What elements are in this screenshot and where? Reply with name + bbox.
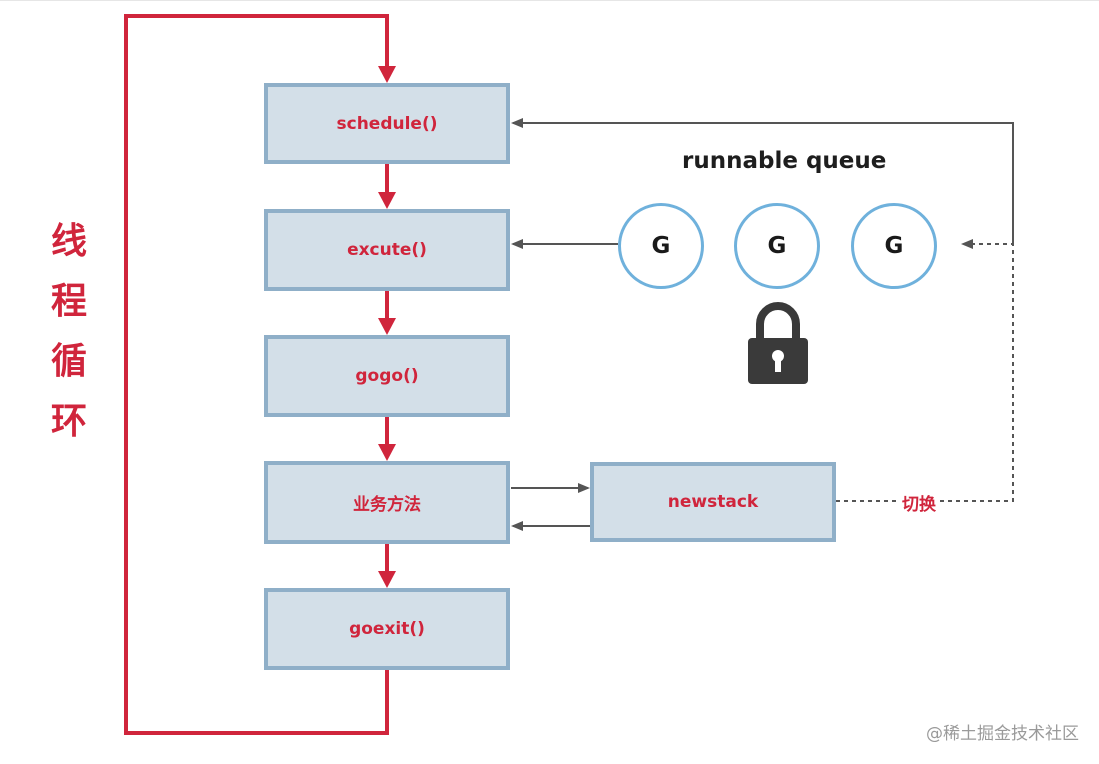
goroutine-label: G bbox=[884, 233, 904, 259]
business-method-label: 业务方法 bbox=[353, 495, 421, 515]
watermark: @稀土掘金技术社区 bbox=[926, 724, 1079, 744]
goroutine-circle: G bbox=[618, 203, 704, 289]
goroutine-circle: G bbox=[851, 203, 937, 289]
flow-arrows bbox=[378, 163, 396, 588]
lock-icon bbox=[746, 302, 810, 390]
gray-connectors bbox=[511, 122, 1014, 527]
thread-loop-char: 循 bbox=[50, 341, 87, 382]
top-divider bbox=[0, 0, 1099, 1]
switch-label: 切换 bbox=[900, 490, 938, 515]
gogo-label: gogo() bbox=[355, 366, 419, 386]
goexit-box: goexit() bbox=[264, 588, 510, 670]
schedule-label: schedule() bbox=[336, 113, 438, 134]
thread-loop-char: 程 bbox=[50, 281, 87, 322]
thread-loop-line bbox=[124, 14, 389, 735]
newstack-label: newstack bbox=[667, 492, 759, 512]
goroutine-label: G bbox=[767, 233, 787, 259]
thread-loop-arrowhead bbox=[378, 66, 396, 83]
goroutine-label: G bbox=[651, 233, 671, 259]
business-method-box: 业务方法 bbox=[264, 461, 510, 544]
newstack-box: newstack bbox=[590, 462, 836, 542]
goroutine-circle: G bbox=[734, 203, 820, 289]
thread-loop-char: 线 bbox=[50, 221, 87, 262]
thread-loop-label: 线 程 循 环 bbox=[48, 212, 90, 452]
switch-dashed-path bbox=[836, 243, 1014, 502]
gogo-box: gogo() bbox=[264, 335, 510, 417]
excute-label: excute() bbox=[347, 240, 427, 260]
excute-box: excute() bbox=[264, 209, 510, 291]
schedule-box: schedule() bbox=[264, 83, 510, 164]
goexit-label: goexit() bbox=[349, 619, 425, 639]
thread-loop-char: 环 bbox=[50, 401, 87, 442]
runnable-queue-title: runnable queue bbox=[682, 148, 887, 174]
